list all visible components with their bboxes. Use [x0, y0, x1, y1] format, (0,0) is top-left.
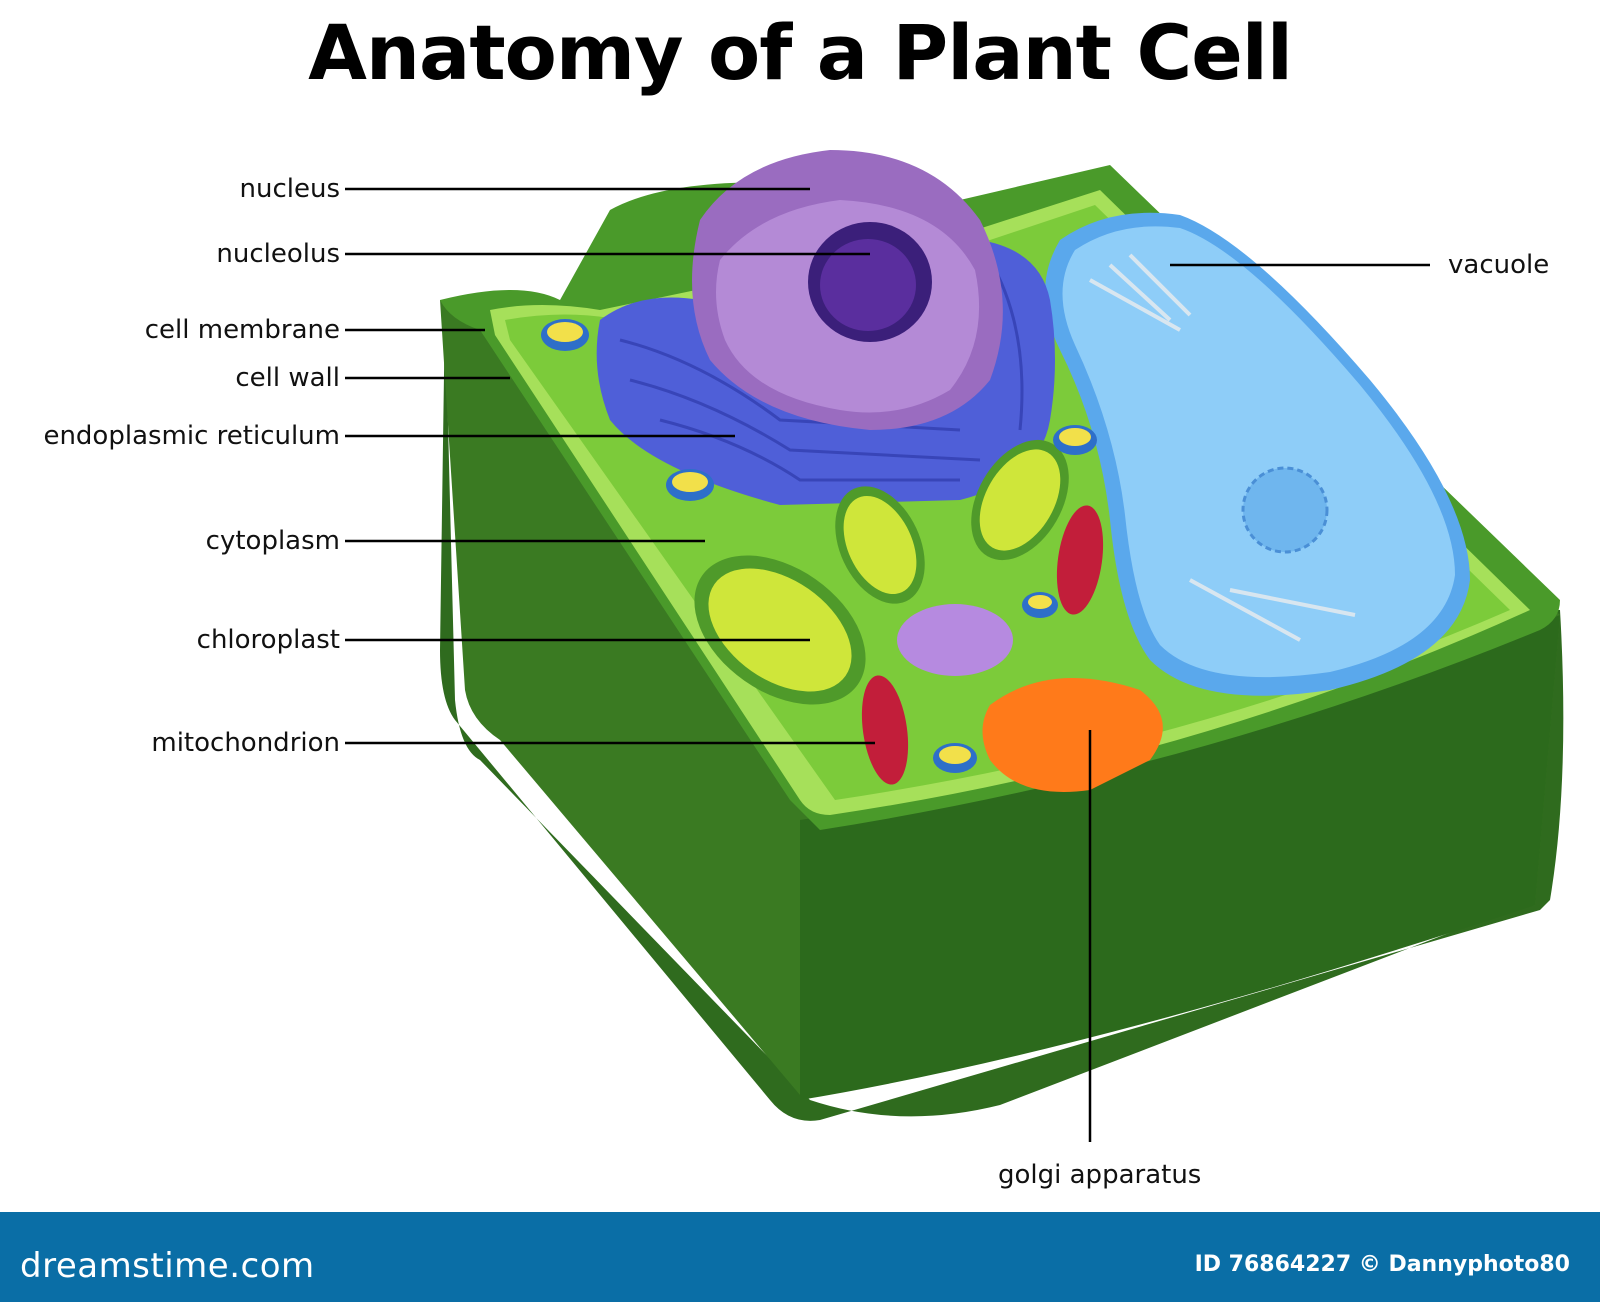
label-nucleus: nucleus	[239, 174, 341, 204]
footer-brand: dreamstime.com	[20, 1246, 315, 1286]
small-vesicles	[541, 319, 1097, 773]
label-cell-membrane: cell membrane	[144, 315, 340, 345]
label-golgi-apparatus: golgi apparatus	[998, 1160, 1202, 1190]
chloroplast-1	[694, 555, 866, 705]
diagram-title: Anatomy of a Plant Cell	[308, 8, 1293, 97]
footer-bar	[0, 1212, 1600, 1302]
mitochondrion-2	[861, 675, 909, 785]
leader-lines	[345, 187, 1430, 1142]
label-cytoplasm: cytoplasm	[205, 526, 340, 556]
vacuole-inner	[1062, 226, 1455, 678]
vesicle-body	[897, 604, 1013, 676]
vacuole-crystal	[1241, 466, 1329, 554]
nucleolus-core	[820, 239, 916, 331]
label-vacuole: vacuole	[1448, 250, 1550, 280]
label-endoplasmic-reticulum: endoplasmic reticulum	[43, 421, 340, 451]
vacuole-needles	[1089, 253, 1356, 642]
golgi-shape	[982, 678, 1163, 792]
chloroplast-2	[835, 486, 925, 604]
plant-cell-illustration	[345, 150, 1564, 1142]
label-cell-wall: cell wall	[235, 363, 340, 393]
label-chloroplast: chloroplast	[196, 625, 340, 655]
label-nucleolus: nucleolus	[216, 239, 340, 269]
label-mitochondrion: mitochondrion	[151, 728, 340, 758]
chloroplast-3	[971, 439, 1069, 561]
mitochondrion-1	[1056, 505, 1104, 615]
cell-wall-side	[800, 615, 1560, 1100]
footer-credit: ID 76864227 © Dannyphoto80	[1194, 1252, 1570, 1277]
